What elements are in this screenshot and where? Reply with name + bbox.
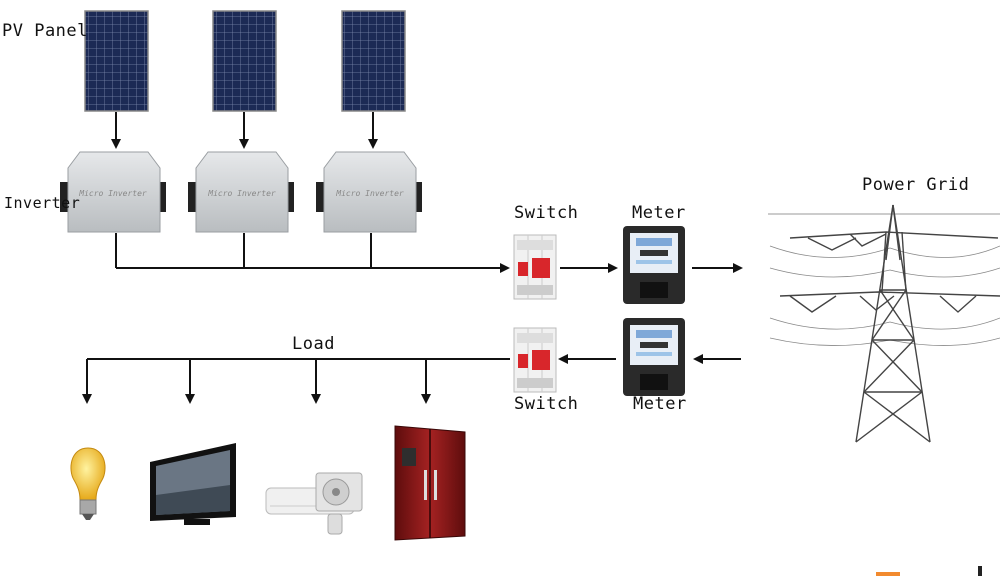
micro-inverter-1: Micro Inverter — [60, 151, 166, 233]
inverter-brand-text: Micro Inverter — [78, 189, 147, 198]
corner-mark-orange — [876, 572, 900, 576]
inverter-output-bus — [115, 233, 510, 273]
pv-panel-2 — [212, 10, 277, 112]
transmission-tower-icon — [768, 204, 1000, 443]
load-distribution-bus — [82, 358, 510, 404]
label-load: Load — [292, 334, 335, 354]
corner-mark — [978, 566, 982, 576]
switch-top — [513, 234, 557, 300]
label-switch-bottom: Switch — [514, 394, 579, 414]
micro-inverter-2: Micro Inverter — [188, 151, 294, 233]
switch-bottom — [513, 327, 557, 393]
meter-top — [623, 226, 685, 304]
air-conditioner-icon — [265, 472, 363, 535]
pv-panel-3 — [341, 10, 406, 112]
label-power-grid: Power Grid — [862, 175, 970, 195]
label-switch-top: Switch — [514, 203, 579, 223]
meter-bottom — [623, 318, 685, 396]
light-bulb-icon — [70, 447, 106, 520]
inverter-brand-text: Micro Inverter — [207, 189, 276, 198]
inverter-brand-text: Micro Inverter — [335, 189, 404, 198]
micro-inverter-3: Micro Inverter — [316, 151, 422, 233]
label-meter-top: Meter — [632, 203, 686, 223]
television-icon — [150, 443, 236, 525]
pv-panel-1 — [84, 10, 149, 112]
refrigerator-icon — [394, 425, 466, 541]
label-pv-panel: PV Panel — [2, 21, 88, 41]
label-meter-bottom: Meter — [633, 394, 687, 414]
label-inverter: Inverter — [4, 194, 81, 212]
